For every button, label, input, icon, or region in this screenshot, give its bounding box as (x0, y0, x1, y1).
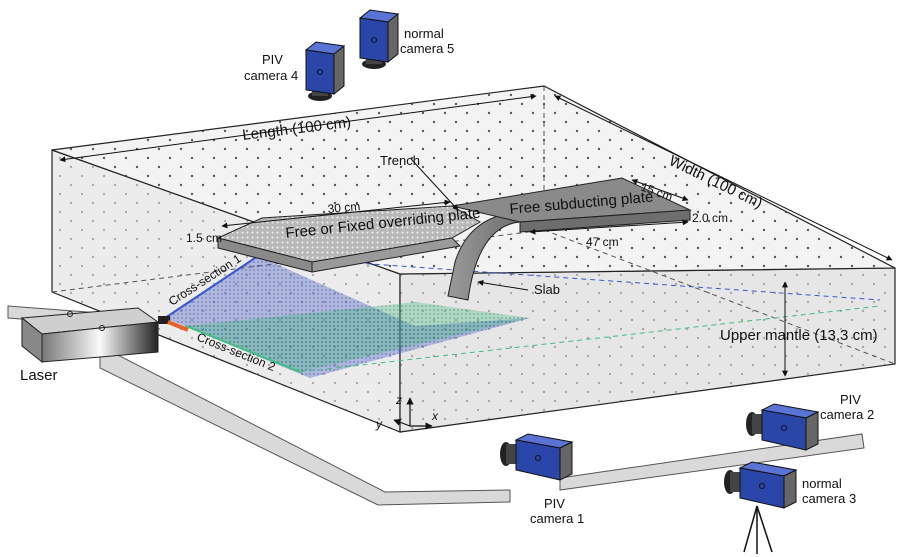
camera-4-body (304, 41, 346, 101)
slab-label: Slab (534, 282, 560, 297)
trench-label: Trench (380, 153, 420, 168)
camera-4-label-line2: camera 4 (244, 68, 298, 83)
camera-1-label-line2: camera 1 (530, 511, 584, 526)
camera-5-label-line1: normal (404, 26, 444, 41)
camera-3-label-line2: camera 3 (802, 491, 856, 506)
cross-sections (164, 255, 881, 378)
dim-2-label: 2.0 cm (692, 211, 728, 225)
camera-2-label-line2: camera 2 (820, 407, 874, 422)
camera-2-label-line1: PIV (840, 392, 861, 407)
dim-47-label: 47 cm (586, 235, 619, 249)
tripod (743, 505, 773, 554)
camera-1-label-line1: PIV (544, 496, 565, 511)
axis-y-label: y (375, 417, 383, 431)
dimension-lines (59, 93, 893, 377)
dim-1-5-label: 1.5 cm (186, 231, 222, 245)
axis-z-label: z (395, 393, 402, 407)
laser-device (20, 307, 189, 364)
camera-5-label-line2: camera 5 (400, 41, 454, 56)
dim-30-label: 30 cm (327, 199, 361, 216)
axes (393, 397, 433, 430)
axis-x-label: x (431, 409, 439, 423)
camera-4-label-line1: PIV (262, 52, 283, 67)
camera-3-label-line1: normal (802, 476, 842, 491)
camera-1-body (500, 433, 574, 481)
camera-2-body (746, 403, 820, 451)
camera-5-body (358, 9, 400, 69)
camera-3-body (724, 461, 798, 509)
laser-label: Laser (20, 367, 58, 384)
cameras (304, 9, 820, 509)
laser-beam (167, 320, 189, 332)
upper-mantle-label: Upper mantle (13,3 cm) (720, 327, 878, 344)
